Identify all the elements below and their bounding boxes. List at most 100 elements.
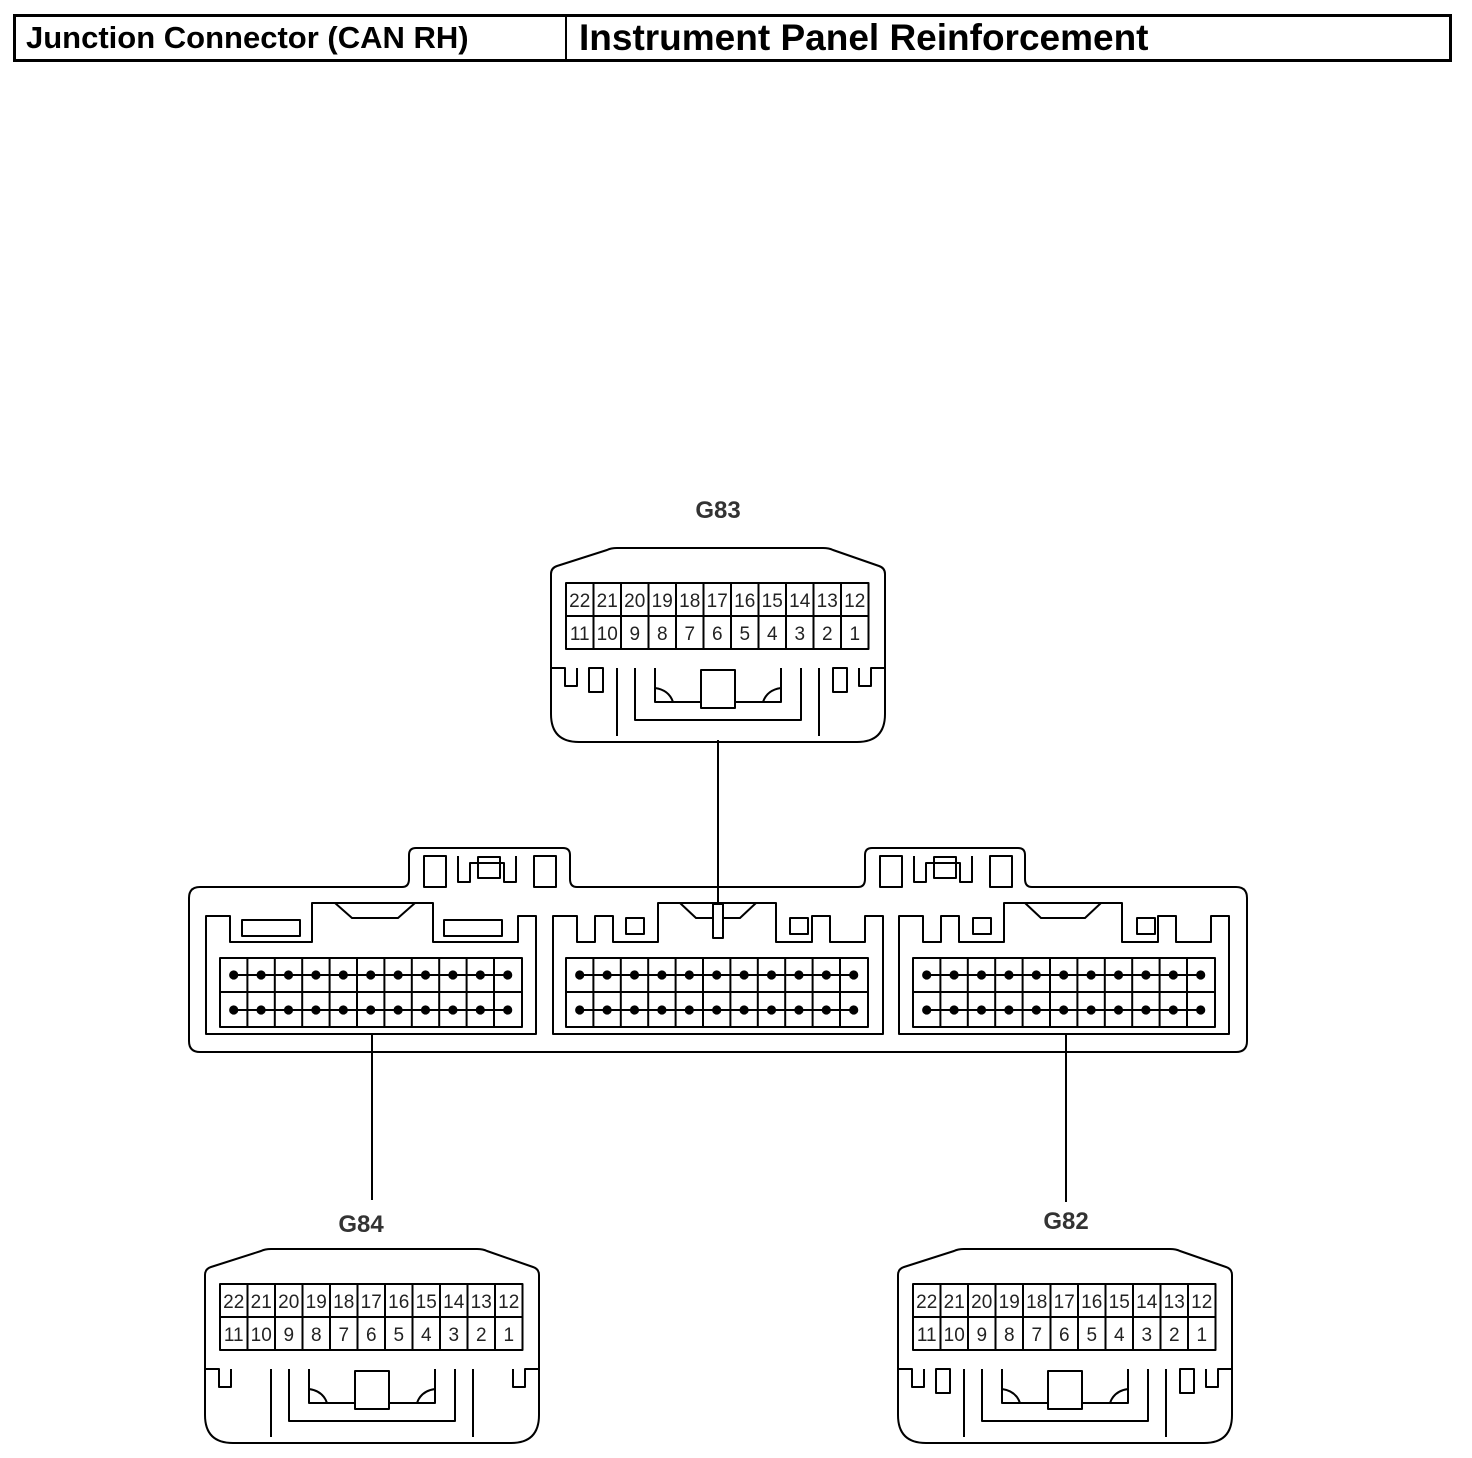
terminal-dot — [976, 970, 987, 980]
terminal-dot — [1004, 970, 1014, 980]
terminal-dot — [1004, 1005, 1014, 1015]
connector-lock-tab — [1047, 1370, 1083, 1410]
pin-number: 10 — [597, 624, 618, 645]
connector-lower-outline — [550, 667, 578, 692]
connector-lower-outline — [858, 667, 886, 692]
pin-number: 1 — [503, 1325, 514, 1346]
terminal-dot — [256, 1005, 266, 1015]
terminal-dot — [602, 970, 612, 980]
pin-number: 2 — [822, 624, 833, 645]
connector-lock-frame — [981, 1369, 1149, 1422]
connector-lock-detail — [1001, 1388, 1129, 1404]
wire-g83-terminal — [712, 903, 724, 939]
pin-number: 7 — [1031, 1325, 1042, 1346]
pin-number: 14 — [443, 1292, 465, 1313]
connector-lower-outline — [512, 1368, 540, 1393]
connector-lock-frame — [288, 1369, 456, 1422]
connector-lower-outline — [1205, 1368, 1233, 1393]
terminal-dot — [602, 1005, 612, 1015]
terminal-dot — [1168, 970, 1178, 980]
terminal-dot — [1059, 970, 1069, 980]
terminal-dot — [949, 970, 959, 980]
pin-number: 6 — [712, 624, 723, 645]
pin-number: 22 — [916, 1292, 937, 1313]
terminal-dot — [684, 1005, 694, 1015]
connector-latch-frame — [963, 1369, 1167, 1437]
terminal-dot — [1141, 1005, 1151, 1015]
connector-label-g83: G83 — [695, 497, 741, 524]
pin-number: 19 — [999, 1292, 1020, 1313]
terminal-dot — [1113, 970, 1124, 980]
junction-terminal-grid — [220, 958, 1215, 1027]
terminal-dot — [684, 970, 694, 980]
connector-housing — [204, 1248, 540, 1444]
pin-number: 4 — [1114, 1325, 1125, 1346]
pin-number: 14 — [1136, 1292, 1158, 1313]
pin-number: 1 — [849, 624, 860, 645]
pin-number: 13 — [817, 591, 838, 612]
terminal-dot — [766, 1005, 777, 1015]
connector-latch-slot — [588, 667, 604, 693]
terminal-dot — [393, 970, 403, 980]
connector-lock-frame — [634, 668, 802, 721]
pin-number: 16 — [734, 591, 755, 612]
terminal-dot — [821, 1005, 831, 1015]
terminal-dot — [629, 1005, 640, 1015]
terminal-dot — [1031, 1005, 1041, 1015]
terminal-dot — [311, 1005, 321, 1015]
terminal-dot — [448, 1005, 458, 1015]
connector-lock-detail — [654, 687, 782, 703]
pin-number: 15 — [416, 1292, 437, 1313]
pin-number: 22 — [223, 1292, 244, 1313]
terminal-dot — [311, 970, 321, 980]
connector-housing — [550, 547, 886, 743]
pin-number: 18 — [679, 591, 700, 612]
connector-lock-detail — [308, 1388, 436, 1404]
connector-lock-tab — [700, 669, 736, 709]
connector-latch-slot — [1179, 1368, 1195, 1394]
connector-latch-slot — [832, 667, 848, 693]
pin-number: 4 — [767, 624, 778, 645]
pin-number: 17 — [1054, 1292, 1075, 1313]
pin-number: 9 — [283, 1325, 294, 1346]
connector-latch-frame — [270, 1369, 474, 1437]
pin-number: 10 — [251, 1325, 272, 1346]
terminal-dot — [420, 1005, 431, 1015]
terminal-dot — [338, 970, 348, 980]
terminal-dot — [1031, 970, 1041, 980]
pin-number: 21 — [597, 591, 618, 612]
pin-number: 11 — [917, 1325, 937, 1346]
header-table: Junction Connector (CAN RH) Instrument P… — [13, 14, 1452, 62]
terminal-dot — [922, 1005, 932, 1015]
pin-number: 20 — [971, 1292, 992, 1313]
pin-number: 5 — [739, 624, 750, 645]
terminal-dot — [794, 1005, 804, 1015]
terminal-dot — [849, 1005, 859, 1015]
pin-number: 12 — [498, 1292, 519, 1313]
terminal-dot — [283, 1005, 294, 1015]
pin-number: 9 — [629, 624, 640, 645]
terminal-dot — [575, 1005, 585, 1015]
connector-lock-tab — [354, 1370, 390, 1410]
pin-number: 17 — [361, 1292, 382, 1313]
terminal-dot — [739, 1005, 749, 1015]
junction-top-latch-right — [879, 855, 1013, 888]
terminal-dot — [629, 970, 640, 980]
pin-number: 10 — [944, 1325, 965, 1346]
terminal-dot — [821, 970, 831, 980]
pin-number: 2 — [476, 1325, 487, 1346]
pin-number: 8 — [1004, 1325, 1015, 1346]
terminal-dot — [503, 970, 513, 980]
component-name: Junction Connector (CAN RH) — [16, 17, 567, 59]
connector-latch-frame — [616, 668, 820, 736]
connector-label-g82: G82 — [1043, 1208, 1089, 1235]
terminal-dot — [1168, 1005, 1178, 1015]
terminal-dot — [657, 1005, 667, 1015]
pin-number: 19 — [652, 591, 673, 612]
pin-number: 16 — [1081, 1292, 1102, 1313]
terminal-dot — [976, 1005, 987, 1015]
terminal-dot — [1113, 1005, 1124, 1015]
terminal-dot — [229, 970, 239, 980]
